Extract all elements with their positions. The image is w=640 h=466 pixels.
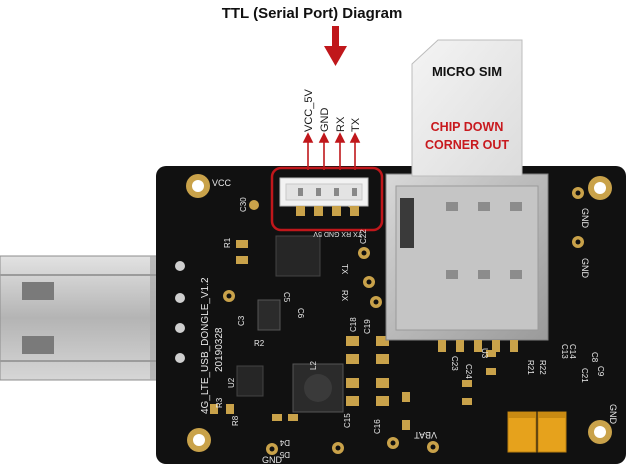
silk-gnd: GND: [608, 404, 618, 425]
tantalum-capacitor: [537, 411, 567, 453]
uart-chip: [275, 235, 321, 277]
svg-text:C9: C9: [596, 366, 605, 377]
silk-model: 4G_LTE_USB_DONGLE_V1.2: [200, 277, 211, 414]
pin-label-rx: RX: [335, 116, 347, 132]
svg-text:R3: R3: [215, 397, 224, 408]
svg-text:C15: C15: [343, 413, 352, 428]
svg-text:C14: C14: [568, 344, 577, 359]
svg-text:C16: C16: [373, 419, 382, 434]
svg-text:C13: C13: [560, 344, 569, 359]
svg-text:R22: R22: [538, 360, 547, 375]
pin-label-vcc: VCC_5V: [303, 89, 315, 132]
svg-text:C24: C24: [464, 364, 473, 379]
edge-pads: [175, 261, 185, 363]
silk-gnd: GND: [262, 455, 283, 465]
diagram-title: TTL (Serial Port) Diagram: [222, 5, 403, 22]
svg-text:D4: D4: [279, 438, 290, 447]
ttl-highlight-box: [270, 166, 384, 232]
svg-text:R1: R1: [223, 237, 232, 248]
silk-gnd: GND: [580, 208, 590, 229]
silk-tx: TX: [340, 264, 349, 275]
svg-text:C5: C5: [282, 292, 291, 303]
sim-card-label: MICRO SIM: [432, 64, 502, 79]
svg-text:C21: C21: [580, 368, 589, 383]
pin-label-gnd: GND: [319, 108, 331, 133]
svg-text:L2: L2: [309, 361, 318, 370]
sim-note-line2: CORNER OUT: [425, 138, 509, 152]
sim-card-slot: [385, 173, 549, 352]
ttl-header: [270, 166, 384, 232]
smd-pads: [210, 240, 496, 430]
down-arrow-icon: [324, 26, 347, 66]
capacitor-c3: [257, 299, 281, 331]
silk-gnd: GND: [580, 258, 590, 279]
component-refs: C30 R1 R2 R3 R8 C3 C5 C6 C8 C9 C13 C14 C…: [215, 197, 605, 459]
svg-text:C30: C30: [239, 197, 248, 212]
svg-text:C23: C23: [450, 356, 459, 371]
usb-connector: [0, 255, 177, 381]
silk-header-pins: TX RX GND 5V: [313, 230, 362, 237]
silk-rx: RX: [340, 290, 349, 302]
svg-text:C3: C3: [237, 315, 246, 326]
silk-date: 20190328: [214, 327, 225, 372]
micro-sim-card: MICRO SIM CHIP DOWN CORNER OUT: [411, 39, 523, 177]
usb-hole: [22, 336, 54, 354]
silk-vcc: VCC: [212, 178, 232, 188]
pin-labels: VCC_5V GND RX TX: [303, 89, 362, 132]
silk-vbat: VBAT: [414, 430, 437, 440]
pin-arrows: [302, 132, 361, 170]
silkscreen: 4G_LTE_USB_DONGLE_V1.2 20190328 VCC GND …: [200, 178, 618, 465]
regulator-chip: [236, 365, 264, 397]
svg-text:R8: R8: [231, 415, 240, 426]
svg-text:U3: U3: [480, 348, 489, 359]
tantalum-capacitor: [507, 411, 537, 453]
svg-text:C6: C6: [296, 308, 305, 319]
sim-note-line1: CHIP DOWN: [431, 120, 504, 134]
svg-text:U2: U2: [227, 377, 236, 388]
svg-text:R21: R21: [526, 360, 535, 375]
svg-text:D5: D5: [279, 450, 290, 459]
svg-text:C19: C19: [363, 319, 372, 334]
svg-text:C22: C22: [359, 229, 368, 244]
svg-text:C8: C8: [590, 352, 599, 363]
pin-label-tx: TX: [350, 117, 362, 132]
svg-text:R2: R2: [254, 339, 265, 348]
svg-text:C18: C18: [349, 317, 358, 332]
usb-hole: [22, 282, 54, 300]
